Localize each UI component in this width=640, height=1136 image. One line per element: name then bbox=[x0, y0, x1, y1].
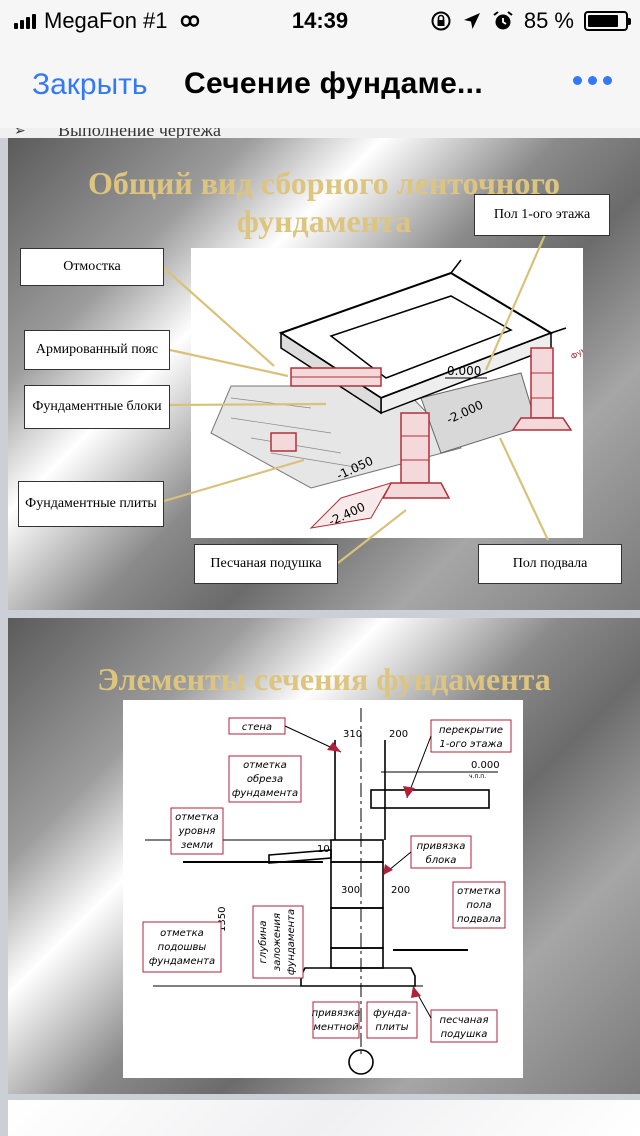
foundation-3d-sketch: 0.000 -2.000 -1.050 -2.400 Фундамент bbox=[210, 259, 614, 529]
navigation-bar: Закрыть Сечение фундаме... bbox=[0, 40, 640, 129]
orientation-lock-icon bbox=[431, 11, 451, 31]
label-glubina-1: глубина bbox=[257, 921, 269, 964]
section-drawing: 310 200 0.000 10 300 200 1350 ч.п.п. bbox=[123, 700, 523, 1078]
dim-10: 10 bbox=[317, 844, 330, 855]
label-polpodv-2: пола bbox=[466, 900, 491, 911]
previous-slide-text: Выполнение чертежа bbox=[58, 128, 221, 138]
previous-slide-peek: ➢ Выполнение чертежа bbox=[0, 128, 640, 138]
dim-300: 300 bbox=[341, 885, 360, 896]
label-privblok-1: привязка bbox=[417, 841, 466, 852]
label-privblok-2: блока bbox=[426, 854, 457, 866]
label-uroven-1: отметка bbox=[175, 812, 219, 823]
label-polpodv-1: отметка bbox=[457, 886, 501, 897]
clock: 14:39 bbox=[291, 8, 349, 33]
label-uroven-3: земли bbox=[181, 840, 213, 851]
label-perekr-2: 1-ого этажа bbox=[439, 739, 502, 750]
alarm-icon bbox=[493, 11, 513, 30]
label-fundamentnye-bloki: Фундаментные блоки bbox=[24, 385, 170, 429]
label-podoshva-3: фундамента bbox=[149, 956, 215, 967]
label-pol-podvala: Пол подвала bbox=[478, 544, 622, 584]
dim-310: 310 bbox=[343, 729, 362, 740]
section-sketch: 310 200 0.000 10 300 200 1350 ч.п.п. bbox=[142, 708, 512, 1075]
label-podoshva-2: подошвы bbox=[158, 942, 207, 953]
bullet-arrow-icon: ➢ bbox=[14, 128, 26, 138]
label-obrez-3: фундамента bbox=[232, 788, 298, 799]
label-stena: стена bbox=[242, 722, 272, 733]
document-title: Сечение фундаме... bbox=[184, 67, 483, 100]
label-peschanaya-podushka: Песчаная подушка bbox=[194, 544, 338, 584]
label-fundamentnye-plity: Фундаментные плиты bbox=[18, 481, 164, 527]
dim-1350: 1350 bbox=[217, 907, 228, 932]
battery-percent: 85 % bbox=[523, 8, 574, 33]
location-arrow-icon bbox=[463, 13, 480, 29]
label-uroven-2: уровня bbox=[178, 826, 216, 837]
slide1-leader-lines bbox=[163, 229, 549, 564]
label-privment-2: ментной bbox=[313, 1022, 359, 1033]
battery-fill bbox=[588, 15, 618, 27]
dim-chpl: ч.п.п. bbox=[469, 773, 486, 780]
label-pesch-2: подушка bbox=[441, 1029, 488, 1040]
carrier-group: MegaFon #1 bbox=[14, 8, 204, 34]
dim-200-mid: 200 bbox=[391, 885, 410, 896]
label-pol-1-etazha: Пол 1-ого этажа bbox=[474, 194, 610, 236]
vpn-link-icon bbox=[180, 15, 199, 27]
next-slide-peek[interactable] bbox=[8, 1100, 640, 1136]
label-obrez-2: обреза bbox=[247, 773, 283, 785]
label-fundplity-2: плиты bbox=[375, 1022, 408, 1033]
label-fundplity-1: фунда- bbox=[373, 1008, 411, 1019]
label-glubina-2: заложения bbox=[272, 913, 283, 971]
carrier-name: MegaFon #1 bbox=[44, 8, 168, 33]
label-glubina-3: фундамента bbox=[286, 909, 297, 975]
label-obrez-1: отметка bbox=[243, 760, 287, 771]
mark-0000: 0.000 bbox=[447, 364, 481, 378]
label-armirovanny-poyas: Армированный пояс bbox=[24, 330, 170, 370]
label-privment-1: привязка bbox=[312, 1008, 361, 1019]
label-polpodv-3: подвала bbox=[457, 914, 501, 925]
status-icons: 85 % bbox=[430, 8, 631, 34]
battery-icon bbox=[584, 11, 631, 31]
label-podoshva-1: отметка bbox=[160, 928, 204, 939]
label-otmostka: Отмостка bbox=[20, 248, 164, 286]
foundation-3d-drawing: 0.000 -2.000 -1.050 -2.400 Фундамент bbox=[191, 248, 614, 538]
more-dots-icon[interactable] bbox=[573, 76, 612, 85]
status-bar: MegaFon #1 14:39 85 % bbox=[0, 0, 640, 40]
slide2-title: Элементы сечения фундамента bbox=[97, 661, 551, 697]
signal-icon bbox=[14, 13, 36, 29]
close-button[interactable]: Закрыть bbox=[32, 68, 148, 101]
dim-0000: 0.000 bbox=[471, 760, 500, 771]
slide-foundation-overview[interactable]: Общий вид сборного ленточного фундамента bbox=[8, 138, 640, 610]
slide1-title: Общий вид сборного ленточного фундамента bbox=[87, 165, 561, 239]
label-pesch-1: песчаная bbox=[440, 1015, 489, 1026]
label-perekr-1: перекрытие bbox=[439, 725, 503, 736]
slide-section-elements[interactable]: Элементы сечения фундамента bbox=[8, 618, 640, 1094]
dim-200-top: 200 bbox=[389, 729, 408, 740]
